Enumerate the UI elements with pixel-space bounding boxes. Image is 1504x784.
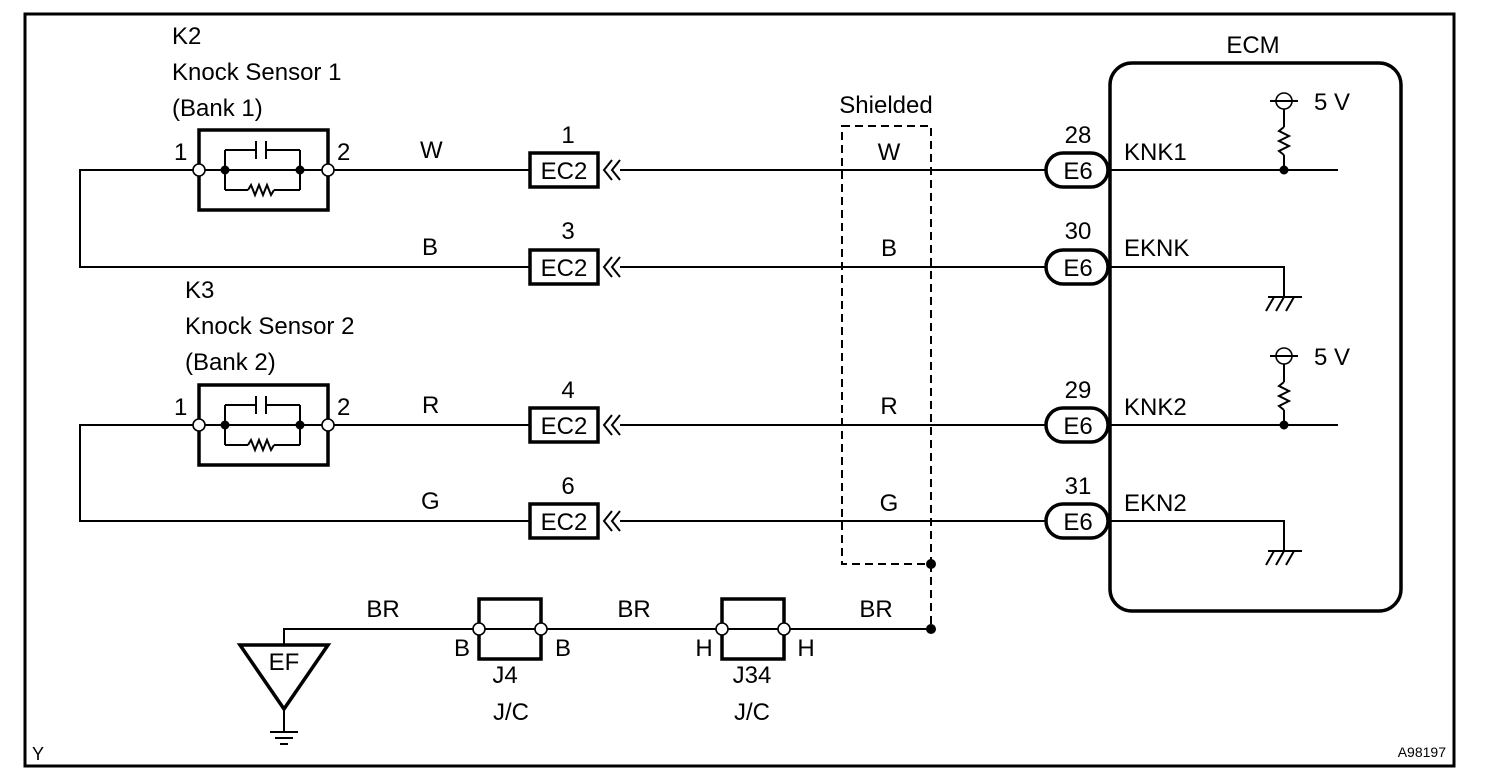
j34-type: J/C [734,699,770,726]
sensor2-return-wire [79,424,530,522]
chassis-ground-icon-1 [1265,296,1302,312]
wire-color-left-1: W [420,137,443,164]
shield-box [841,125,932,565]
j4-pin-right: B [555,635,571,662]
ground-point-icon [236,643,332,745]
j4-junction-connector [472,597,548,661]
ec2-connector-2 [528,248,621,286]
sensor2-name: Knock Sensor 2 [185,313,354,340]
e6-label-4: E6 [1063,509,1092,536]
ec2-label-2: EC2 [541,255,588,282]
sensor2-code: K3 [185,277,214,304]
ground-wire-color-1: BR [366,596,399,623]
ec2-label-1: EC2 [541,158,588,185]
ecm-label: ECM [1226,32,1279,59]
j4-pin-left: B [454,635,470,662]
ecm-box [1108,61,1403,613]
wire-color-right-2: B [881,235,897,262]
knock-sensor-2-symbol [192,383,335,467]
ec2-label-4: EC2 [541,509,588,536]
sensor1-pin-right: 2 [337,139,350,166]
knock-sensor-1-symbol [192,128,335,212]
ground-wire-color-3: BR [859,596,892,623]
wire-color-right-1: W [878,139,901,166]
sensor1-bank: (Bank 1) [172,95,263,122]
sensor1-name: Knock Sensor 1 [172,59,341,86]
sensor2-pin-right: 2 [337,394,350,421]
wire-color-right-3: R [880,393,897,420]
voltage-label-2: 5 V [1314,344,1350,371]
sensor2-pin-left: 1 [174,394,187,421]
corner-label-y: Y [32,744,44,764]
j34-junction-connector [715,597,791,661]
sensor1-pin-left: 1 [174,139,187,166]
pullup-resistor-1 [1270,92,1298,175]
j34-code: J34 [733,662,772,689]
wire-color-left-4: G [421,488,440,515]
pullup-resistor-2 [1270,347,1298,430]
signal-ekn2: EKN2 [1124,490,1187,517]
wire-color-left-3: R [422,392,439,419]
j4-code: J4 [492,662,517,689]
ec2-pin-4: 4 [561,377,574,404]
e6-label-3: E6 [1063,413,1092,440]
signal-knk1: KNK1 [1124,139,1187,166]
e6-pin-30: 30 [1065,218,1092,245]
e6-label-1: E6 [1063,158,1092,185]
sensor1-return-wire [79,169,530,268]
e6-pin-31: 31 [1065,473,1092,500]
e6-pin-28: 28 [1065,122,1092,149]
ec2-pin-6: 6 [561,473,574,500]
wire-color-left-2: B [422,234,438,261]
diagram-frame [23,12,1456,768]
wire-color-right-4: G [880,490,899,517]
signal-eknk: EKNK [1124,235,1189,262]
ground-wire [283,628,931,645]
ecm-eknk-line [1108,266,1285,296]
voltage-label-1: 5 V [1314,89,1350,116]
ground-point-label: EF [269,649,300,676]
e6-label-2: E6 [1063,255,1092,282]
chassis-ground-icon-2 [1265,550,1302,566]
ecm-ekn2-line [1108,520,1285,550]
ec2-connector-1 [528,151,621,189]
ground-wire-color-2: BR [617,596,650,623]
j34-pin-left: H [695,635,712,662]
j4-type: J/C [493,699,529,726]
figure-id: A98197 [1398,744,1446,760]
shielded-label: Shielded [839,92,932,119]
sensor2-bank: (Bank 2) [185,349,276,376]
e6-pin-29: 29 [1065,377,1092,404]
ec2-label-3: EC2 [541,413,588,440]
ec2-pin-1: 1 [561,122,574,149]
signal-knk2: KNK2 [1124,394,1187,421]
sensor1-code: K2 [172,23,201,50]
ec2-pin-3: 3 [561,218,574,245]
j34-pin-right: H [797,635,814,662]
ec2-connector-4 [528,502,621,540]
ec2-connector-3 [528,406,621,444]
